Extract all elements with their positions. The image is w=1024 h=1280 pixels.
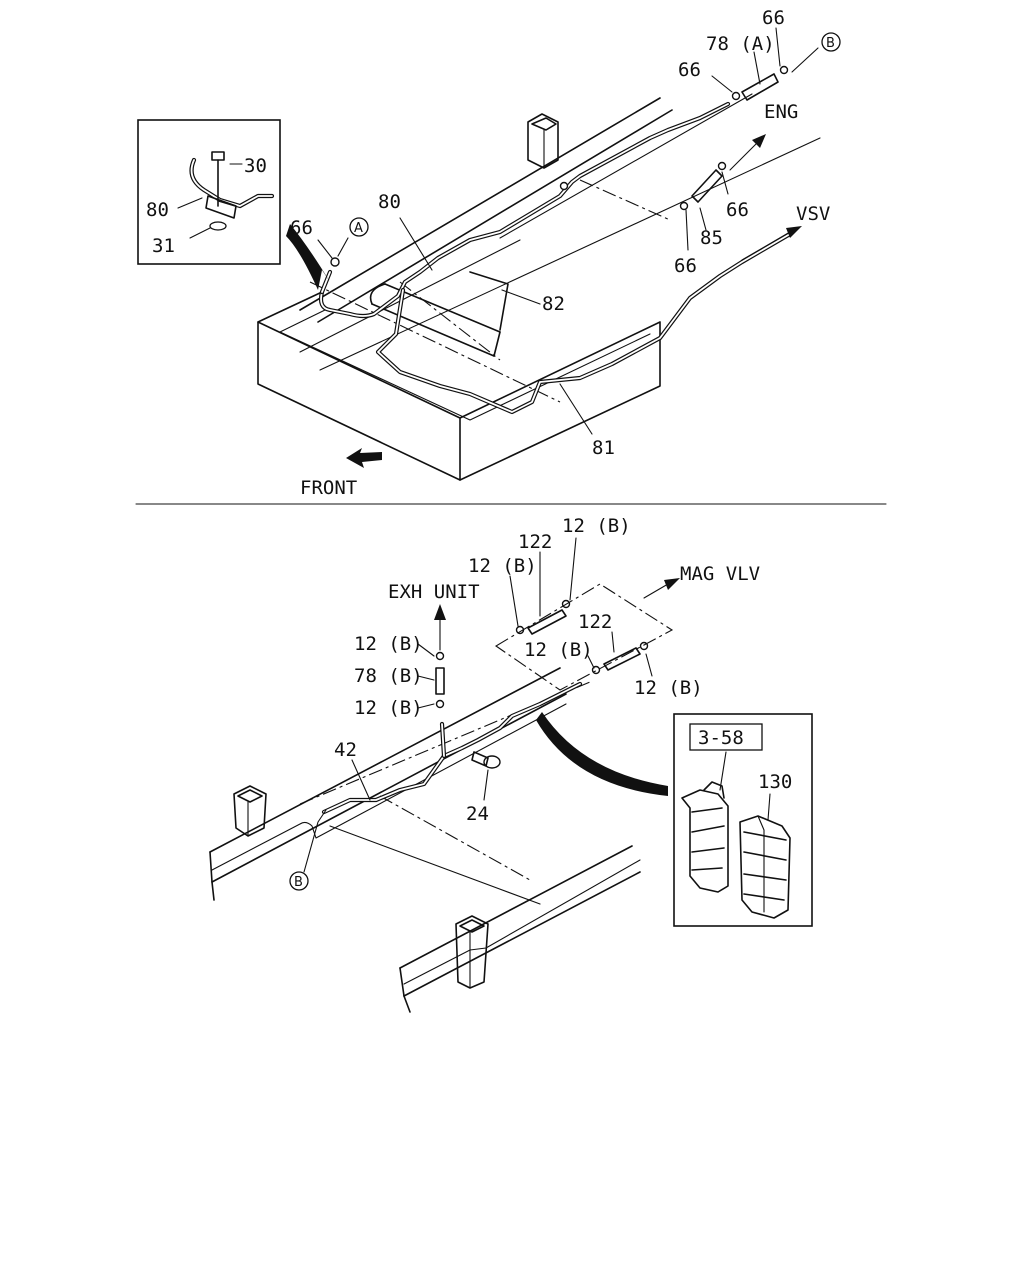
pipe-80 (318, 101, 731, 319)
label-122-top: 122 (518, 531, 552, 553)
dir-vsv: VSV (796, 203, 830, 225)
label-122-mid: 122 (578, 611, 612, 633)
label-80: 80 (378, 191, 401, 213)
dir-eng: ENG (764, 101, 798, 123)
crossmember-box (257, 291, 661, 481)
label-24: 24 (466, 803, 489, 825)
marker-a-text: A (354, 221, 363, 236)
label-85: 85 (700, 227, 723, 249)
dir-front: FRONT (300, 477, 357, 499)
label-12b-mid: 12 (B) (524, 639, 593, 661)
label-12b-top: 12 (B) (562, 515, 631, 537)
pipe-81 (375, 231, 793, 415)
top-view: 66 78 (A) 66 B ENG VSV 80 66 85 66 66 A … (137, 7, 841, 499)
dir-exh-unit: EXH UNIT (388, 581, 480, 603)
inset-label-130: 130 (758, 771, 792, 793)
mounting-bracket-right (455, 915, 489, 989)
inset-clip-detail: 3-58 130 (673, 713, 813, 927)
circle-marker-b-top (821, 32, 841, 52)
dir-mag-vlv: MAG VLV (680, 563, 760, 585)
inset-ref-3-58: 3-58 (698, 727, 744, 749)
circle-marker-a (349, 217, 369, 237)
direction-arrows-top (346, 134, 802, 468)
reference-lines-top (309, 179, 671, 403)
frame-rails-top (299, 93, 821, 371)
hoses-top (330, 65, 789, 267)
label-66-mid: 66 (726, 199, 749, 221)
inset-pointer-arrow-bottom (536, 712, 668, 796)
label-66-top: 66 (762, 7, 785, 29)
mounting-bracket-top (527, 113, 559, 169)
label-12b-left: 12 (B) (468, 555, 537, 577)
inset-label-80: 80 (146, 199, 169, 221)
mounting-bracket-left (233, 785, 267, 837)
ref-box (689, 723, 763, 751)
leader-lines-top (317, 27, 819, 435)
pipe-cylinder (369, 271, 509, 357)
reference-lines-bottom (494, 583, 674, 691)
frame-rail-right (399, 845, 641, 1013)
label-42: 42 (334, 739, 357, 761)
leader-lines-bottom (303, 537, 653, 873)
cross-lines-bottom (299, 681, 591, 905)
bottom-view: 12 (B) 122 12 (B) MAG VLV EXH UNIT 122 1… (209, 515, 813, 1013)
label-12b-exh1: 12 (B) (354, 633, 423, 655)
label-66-clip: 66 (290, 217, 313, 239)
frame-rail-left (209, 667, 567, 901)
label-12b-exh2: 12 (B) (354, 697, 423, 719)
direction-arrows-bottom (434, 578, 680, 651)
marker-b-top-text: B (826, 36, 835, 51)
inset-clamp-detail: 30 80 31 (137, 119, 281, 265)
bolt-24 (471, 751, 501, 801)
label-78a: 78 (A) (706, 33, 775, 55)
label-81: 81 (592, 437, 615, 459)
label-66-left: 66 (678, 59, 701, 81)
inset-label-30: 30 (244, 155, 267, 177)
label-82: 82 (542, 293, 565, 315)
label-12b-right: 12 (B) (634, 677, 703, 699)
label-66-mid2: 66 (674, 255, 697, 277)
inset-pointer-arrow (286, 224, 330, 290)
inset-label-31: 31 (152, 235, 175, 257)
circle-marker-b-bottom (289, 871, 309, 891)
pipe-42 (321, 681, 583, 815)
label-78b: 78 (B) (354, 665, 423, 687)
marker-b-bottom-text: B (294, 875, 303, 890)
front-arrow-icon (346, 448, 382, 468)
